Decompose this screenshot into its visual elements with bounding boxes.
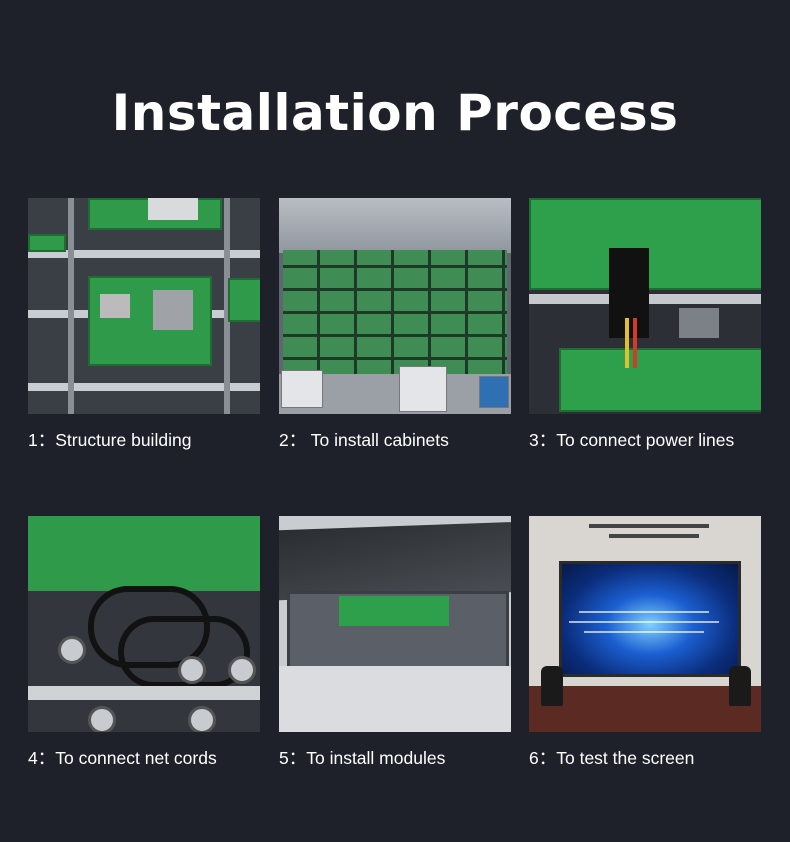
install-cabinets-photo <box>279 198 511 414</box>
step-card-2: 2： To install cabinets <box>279 198 511 450</box>
step-card-3: 3：To connect power lines <box>529 198 761 450</box>
test-screen-photo <box>529 516 761 732</box>
connect-net-cords-photo <box>28 516 260 732</box>
step-caption-5: 5：To install modules <box>279 748 446 768</box>
page-title: Installation Process <box>111 84 679 142</box>
step-card-5: 5：To install modules <box>279 516 511 768</box>
step-card-6: 6：To test the screen <box>529 516 761 768</box>
step-caption-6: 6：To test the screen <box>529 748 695 768</box>
connect-power-lines-photo <box>529 198 761 414</box>
step-caption-1: 1：Structure building <box>28 430 192 450</box>
install-modules-photo <box>279 516 511 732</box>
step-caption-2: 2： To install cabinets <box>279 430 449 450</box>
step-caption-3: 3：To connect power lines <box>529 430 735 450</box>
step-card-4: 4：To connect net cords <box>28 516 260 768</box>
step-caption-4: 4：To connect net cords <box>28 748 217 768</box>
step-card-1: 1：Structure building <box>28 198 260 450</box>
structure-building-photo <box>28 198 260 414</box>
